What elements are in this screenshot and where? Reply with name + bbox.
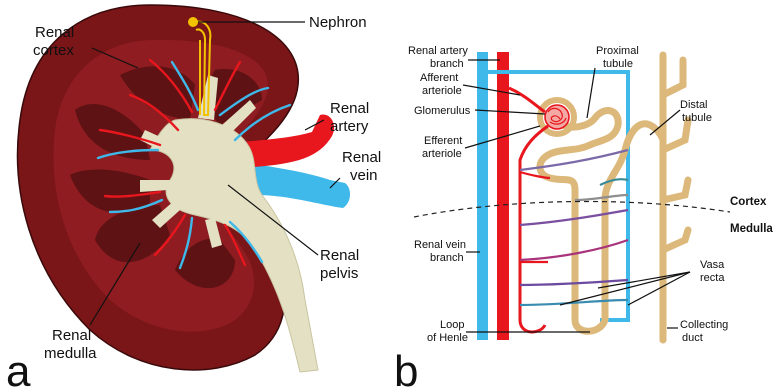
label-renal-vein-1: Renal	[342, 149, 381, 166]
label-vasa-recta-2: recta	[700, 272, 725, 284]
label-efferent-2: arteriole	[422, 148, 462, 160]
label-cortex: Cortex	[730, 196, 767, 208]
label-renal-vein-branch-2: branch	[430, 252, 464, 264]
vasa-recta-loop-1	[520, 150, 628, 170]
label-renal-medulla-2: medulla	[44, 345, 97, 362]
label-afferent-1: Afferent	[420, 72, 458, 84]
nephron-detail	[477, 52, 688, 340]
nephron-corpuscle	[188, 17, 198, 27]
leader-proximal	[587, 68, 595, 118]
label-renal-vein-2: vein	[350, 167, 378, 184]
label-loop-1: Loop	[440, 319, 464, 331]
collecting-duct	[663, 55, 688, 340]
label-renal-artery-branch-1: Renal artery	[408, 45, 468, 57]
label-loop-2: of Henle	[427, 332, 468, 344]
label-renal-cortex-1: Renal	[35, 24, 74, 41]
label-distal-1: Distal	[680, 99, 708, 111]
kidney-cross-section	[18, 5, 350, 372]
label-renal-vein-branch-1: Renal vein	[414, 239, 466, 251]
label-afferent-2: arteriole	[422, 85, 462, 97]
label-proximal-2: tubule	[603, 58, 633, 70]
label-renal-cortex-2: cortex	[33, 42, 74, 59]
label-renal-artery-2: artery	[330, 118, 369, 135]
label-vasa-recta-1: Vasa	[700, 259, 725, 271]
panel-letter-a: a	[6, 347, 31, 391]
label-renal-pelvis-1: Renal	[320, 247, 359, 264]
afferent-arteriole	[509, 88, 545, 112]
renal-artery-branch-vessel	[497, 52, 509, 340]
label-proximal-1: Proximal	[596, 45, 639, 57]
collecting-duct-branch-4	[663, 230, 688, 250]
label-collecting-1: Collecting	[680, 319, 728, 331]
label-distal-2: tubule	[682, 112, 712, 124]
label-nephron: Nephron	[309, 14, 367, 31]
vasa-recta-loop-3	[575, 195, 628, 200]
collecting-duct-branch-3	[663, 180, 688, 200]
renal-vein-branch-vessel	[477, 52, 488, 340]
label-collecting-2: duct	[682, 332, 703, 344]
panel-letter-b: b	[394, 347, 418, 391]
collecting-duct-branch-2	[663, 120, 688, 150]
label-renal-medulla-1: Renal	[52, 327, 91, 344]
label-renal-artery-branch-2: branch	[430, 58, 464, 70]
label-glomerulus: Glomerulus	[414, 105, 471, 117]
vasa-recta-loop-2	[600, 179, 628, 185]
label-medulla: Medulla	[730, 223, 773, 235]
label-efferent-1: Efferent	[424, 135, 462, 147]
label-renal-pelvis-2: pelvis	[320, 265, 358, 282]
label-renal-artery-1: Renal	[330, 100, 369, 117]
